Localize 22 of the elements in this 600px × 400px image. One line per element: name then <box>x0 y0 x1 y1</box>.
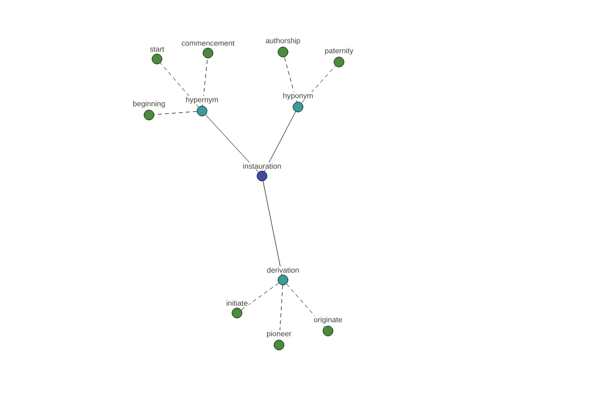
node-dot <box>196 106 208 116</box>
node-dot <box>278 274 288 286</box>
node-dot <box>322 326 334 336</box>
dashed-line <box>301 66 336 104</box>
node-dot <box>152 54 162 64</box>
node-dot <box>232 308 242 318</box>
node-dot <box>334 56 344 68</box>
node-dot <box>292 102 304 112</box>
line <box>262 180 282 276</box>
dashed-line <box>241 282 279 310</box>
node-dot <box>256 170 268 182</box>
node-dot <box>274 340 284 350</box>
dashed-line <box>154 111 198 115</box>
line <box>205 114 259 172</box>
node-dot <box>202 48 214 58</box>
dashed-line <box>160 62 199 108</box>
line <box>264 111 296 172</box>
node-dot <box>144 110 154 120</box>
node-dot <box>278 46 288 58</box>
dashed-line <box>202 58 208 106</box>
dashed-line <box>286 284 325 328</box>
dashed-line <box>284 56 297 102</box>
